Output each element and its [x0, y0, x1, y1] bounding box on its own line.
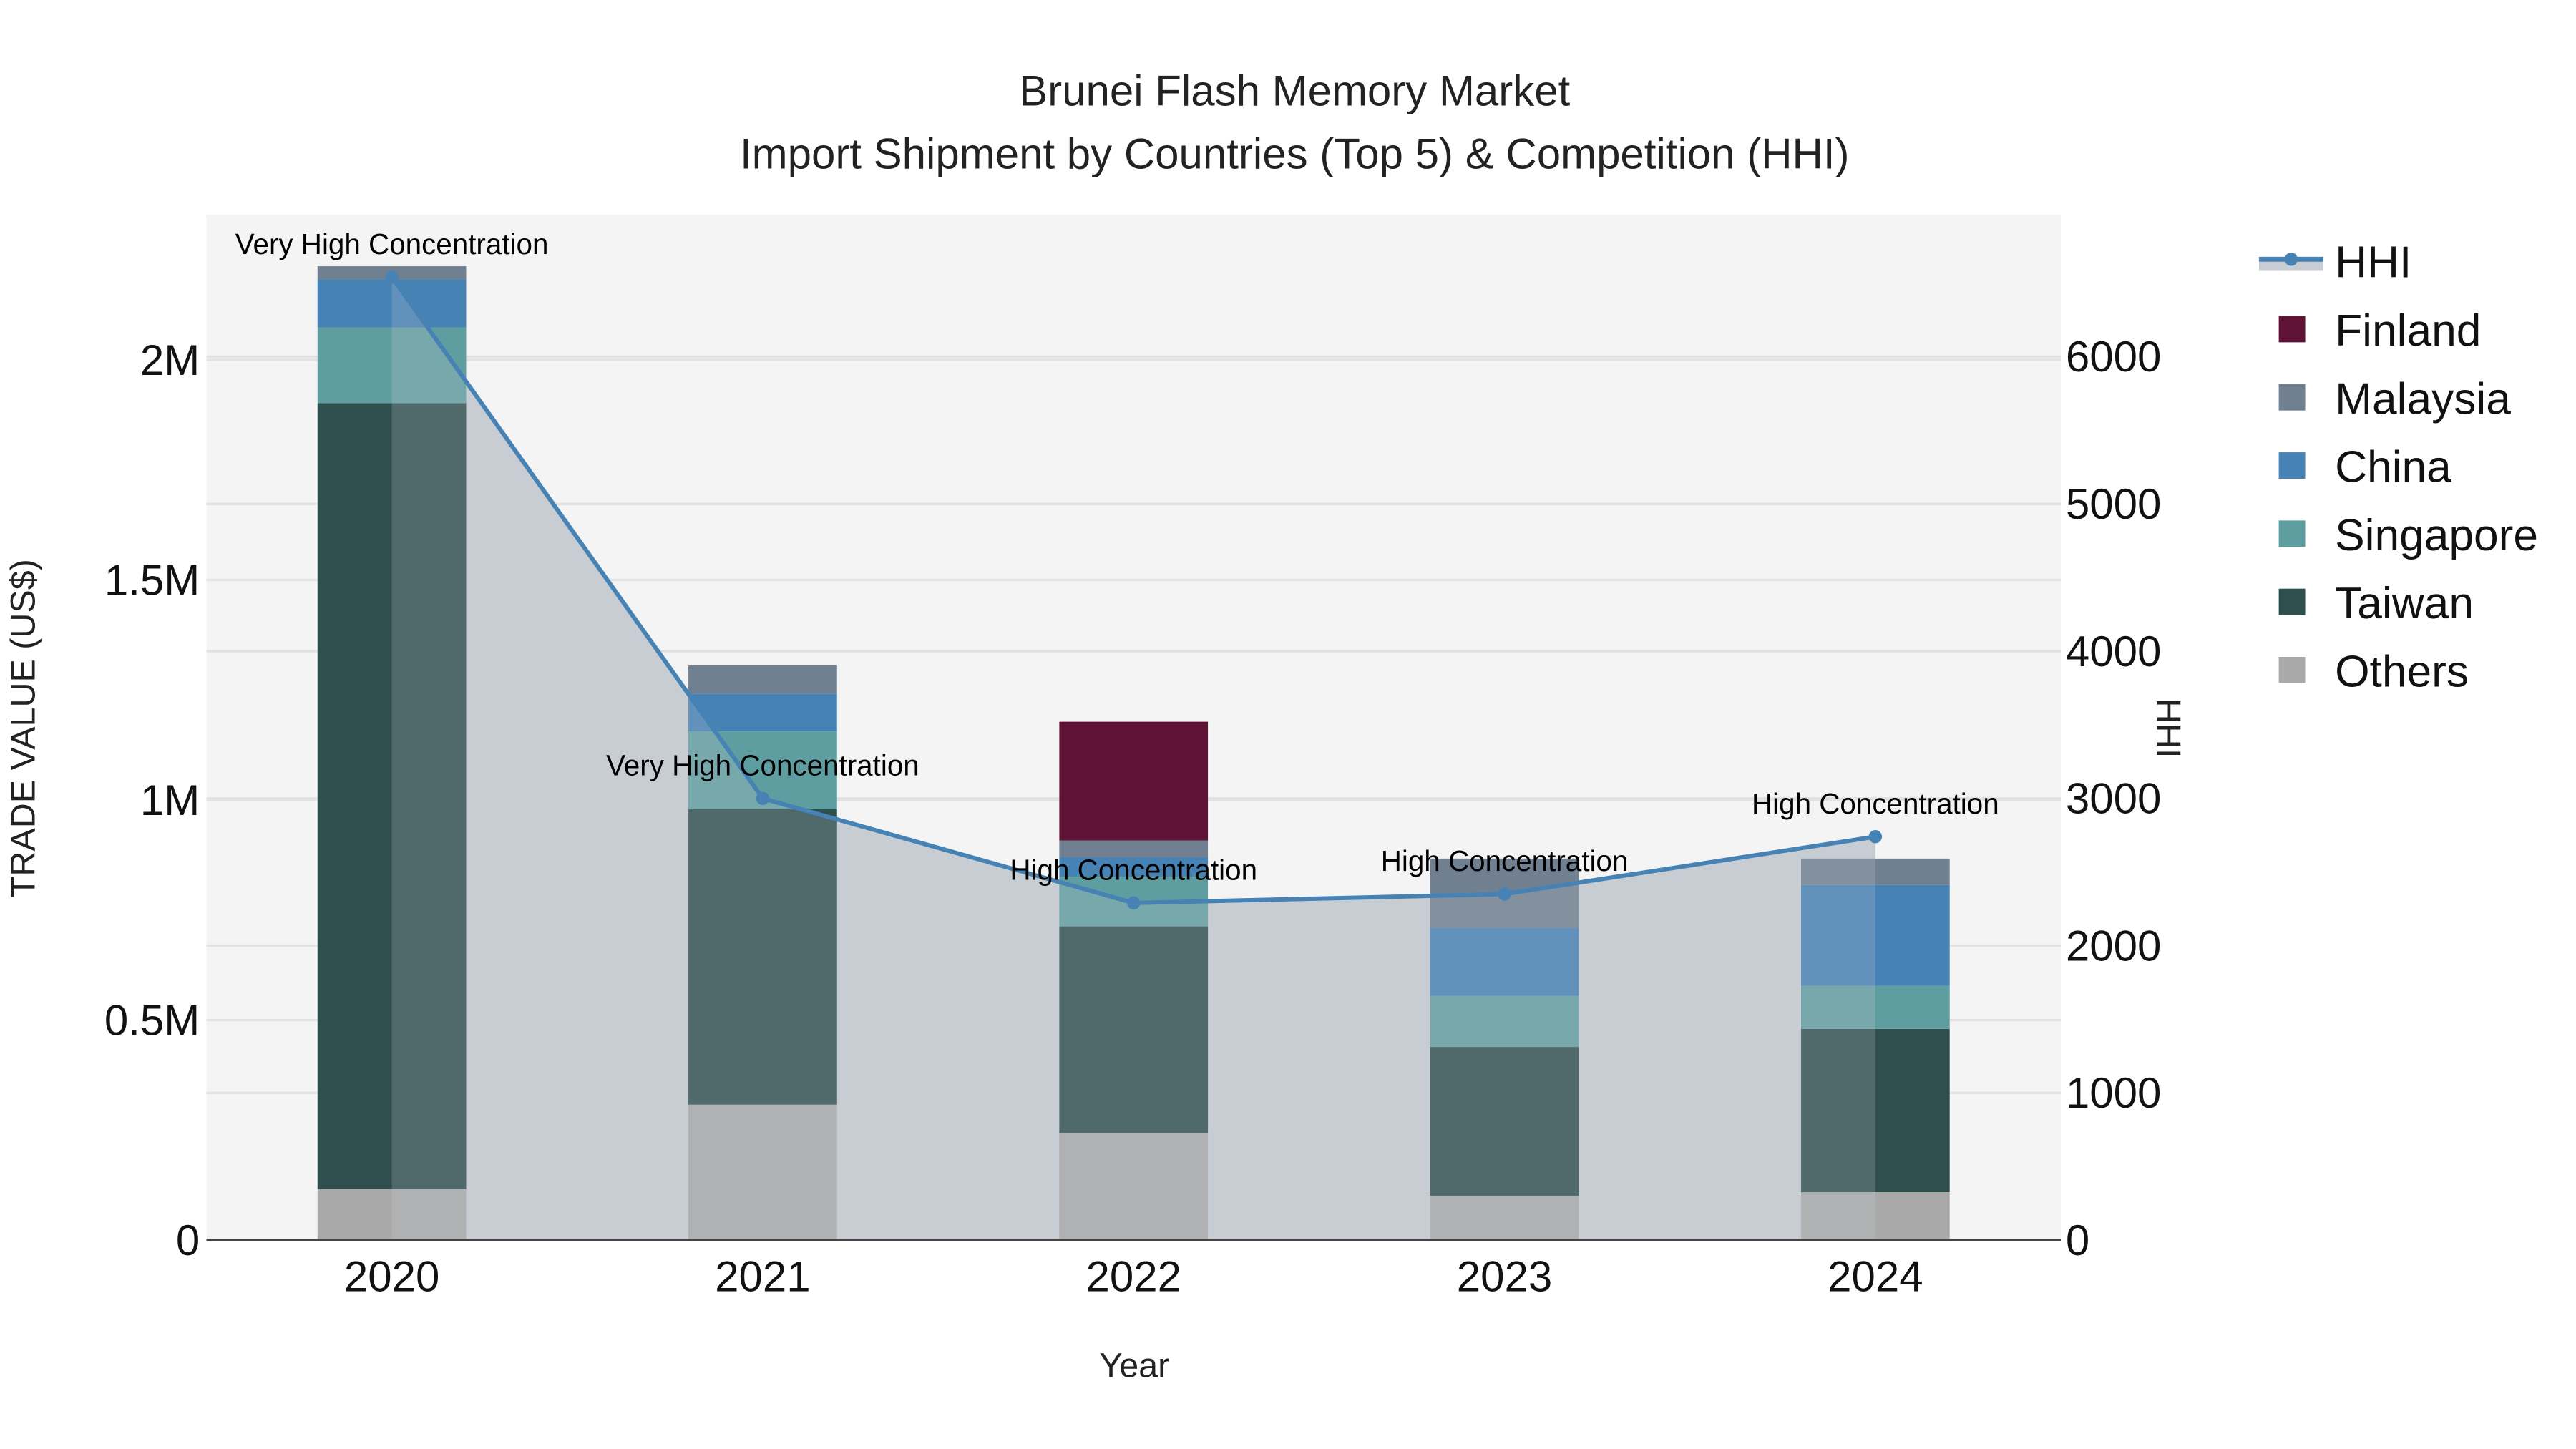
hhi-point-2022[interactable]	[1127, 896, 1141, 910]
hhi-point-2024[interactable]	[1868, 830, 1883, 844]
bar-stack-2022[interactable]	[1059, 721, 1209, 1241]
bar-segment-malaysia[interactable]	[1059, 840, 1209, 858]
legend-swatch-icon	[2278, 588, 2306, 615]
y-left-tick-label: 0.5M	[104, 996, 200, 1044]
bar-segment-taiwan[interactable]	[1430, 1047, 1579, 1196]
hhi-annotation: High Concentration	[1752, 787, 1999, 820]
hhi-annotation: Very High Concentration	[606, 748, 919, 781]
bar-segment-china[interactable]	[317, 279, 467, 328]
legend-swatch-icon	[2278, 316, 2306, 343]
legend-label: Finland	[2335, 306, 2481, 356]
legend: HHI FinlandMalaysiaChinaSingaporeTaiwanOt…	[2258, 238, 2538, 697]
bar-segment-singapore[interactable]	[1801, 985, 1950, 1029]
x-axis-ticks: 2020 2021 2022 2023 2024	[344, 1253, 1923, 1301]
bar-segment-singapore[interactable]	[1430, 995, 1579, 1048]
hhi-line[interactable]	[385, 270, 1883, 910]
y-right-tick-label: 2000	[2066, 922, 2161, 970]
legend-swatch-icon	[2278, 657, 2306, 683]
legend-item-finland[interactable]: Finland	[2278, 306, 2482, 356]
y-axis-left-title: TRADE VALUE (US$)	[4, 559, 42, 897]
legend-label: Malaysia	[2335, 374, 2511, 424]
y-left-tick-label: 0	[176, 1216, 200, 1264]
bar-segment-china[interactable]	[1430, 928, 1579, 996]
y-left-tick-label: 1M	[140, 776, 200, 824]
legend-swatch-icon	[2278, 452, 2306, 479]
bar-segment-taiwan[interactable]	[1801, 1028, 1950, 1193]
hhi-point-2023[interactable]	[1498, 887, 1511, 901]
x-tick-label: 2020	[344, 1253, 439, 1301]
bar-segment-taiwan[interactable]	[1059, 926, 1209, 1133]
bars	[317, 266, 1950, 1241]
x-tick-label: 2023	[1457, 1253, 1552, 1301]
bar-stack-2024[interactable]	[1801, 858, 1950, 1241]
legend-marker-icon	[2284, 253, 2298, 266]
x-axis-title: Year	[1099, 1347, 1169, 1385]
bar-segment-others[interactable]	[1059, 1133, 1209, 1241]
hhi-point-2021[interactable]	[756, 791, 770, 805]
hhi-annotation: Very High Concentration	[235, 228, 549, 260]
legend-item-taiwan[interactable]: Taiwan	[2278, 579, 2474, 628]
legend-item-china[interactable]: China	[2278, 443, 2452, 492]
y-left-tick-label: 1.5M	[104, 556, 200, 604]
bar-segment-others[interactable]	[317, 1189, 467, 1241]
bar-segment-finland[interactable]	[1059, 721, 1209, 841]
hhi-annotation: High Concentration	[1010, 854, 1257, 887]
bar-stack-2020[interactable]	[317, 266, 467, 1241]
y-right-tick-label: 5000	[2066, 480, 2161, 528]
bar-segment-malaysia[interactable]	[688, 665, 837, 694]
x-tick-label: 2022	[1085, 1253, 1181, 1301]
y-axis-right-title: HHI	[2149, 698, 2187, 758]
hhi-point-2020[interactable]	[385, 270, 399, 284]
legend-label: Others	[2335, 648, 2469, 697]
bar-segment-singapore[interactable]	[317, 327, 467, 404]
x-tick-label: 2021	[715, 1253, 810, 1301]
bar-segment-others[interactable]	[1430, 1195, 1579, 1241]
bar-segment-taiwan[interactable]	[688, 809, 837, 1105]
bar-segment-china[interactable]	[1801, 884, 1950, 986]
bar-segment-taiwan[interactable]	[317, 403, 467, 1189]
legend-label: Taiwan	[2335, 579, 2474, 628]
bar-segment-others[interactable]	[1801, 1192, 1950, 1241]
legend-swatch-icon	[2278, 520, 2306, 547]
y-right-tick-label: 1000	[2066, 1069, 2161, 1117]
y-right-tick-label: 3000	[2066, 775, 2161, 823]
legend-swatch-icon	[2278, 384, 2306, 411]
bar-stack-2021[interactable]	[688, 665, 837, 1241]
y-left-tick-label: 2M	[140, 336, 200, 384]
x-tick-label: 2024	[1828, 1253, 1923, 1301]
legend-label: Singapore	[2335, 511, 2538, 560]
bar-segment-china[interactable]	[1059, 857, 1209, 877]
legend-label: China	[2335, 443, 2451, 492]
hhi-annotation: High Concentration	[1381, 844, 1629, 877]
legend-item-others[interactable]: Others	[2278, 648, 2469, 697]
chart-title-line1: Brunei Flash Memory Market	[1019, 67, 1571, 115]
legend-item-singapore[interactable]: Singapore	[2278, 511, 2538, 560]
legend-label: HHI	[2335, 238, 2411, 288]
legend-item-hhi[interactable]: HHI	[2258, 238, 2411, 288]
y-axis-right-ticks: 0 1000 2000 3000 4000 5000 6000	[2066, 333, 2161, 1264]
y-right-tick-label: 6000	[2066, 333, 2161, 381]
bar-segment-malaysia[interactable]	[1801, 858, 1950, 885]
bar-segment-others[interactable]	[688, 1104, 837, 1241]
y-axis-left-ticks: 0 0.5M 1M 1.5M 2M	[104, 336, 200, 1264]
y-right-tick-label: 4000	[2066, 628, 2161, 675]
chart-title-line2: Import Shipment by Countries (Top 5) & C…	[740, 130, 1850, 177]
y-right-tick-label: 0	[2066, 1216, 2089, 1264]
legend-item-malaysia[interactable]: Malaysia	[2278, 374, 2512, 424]
